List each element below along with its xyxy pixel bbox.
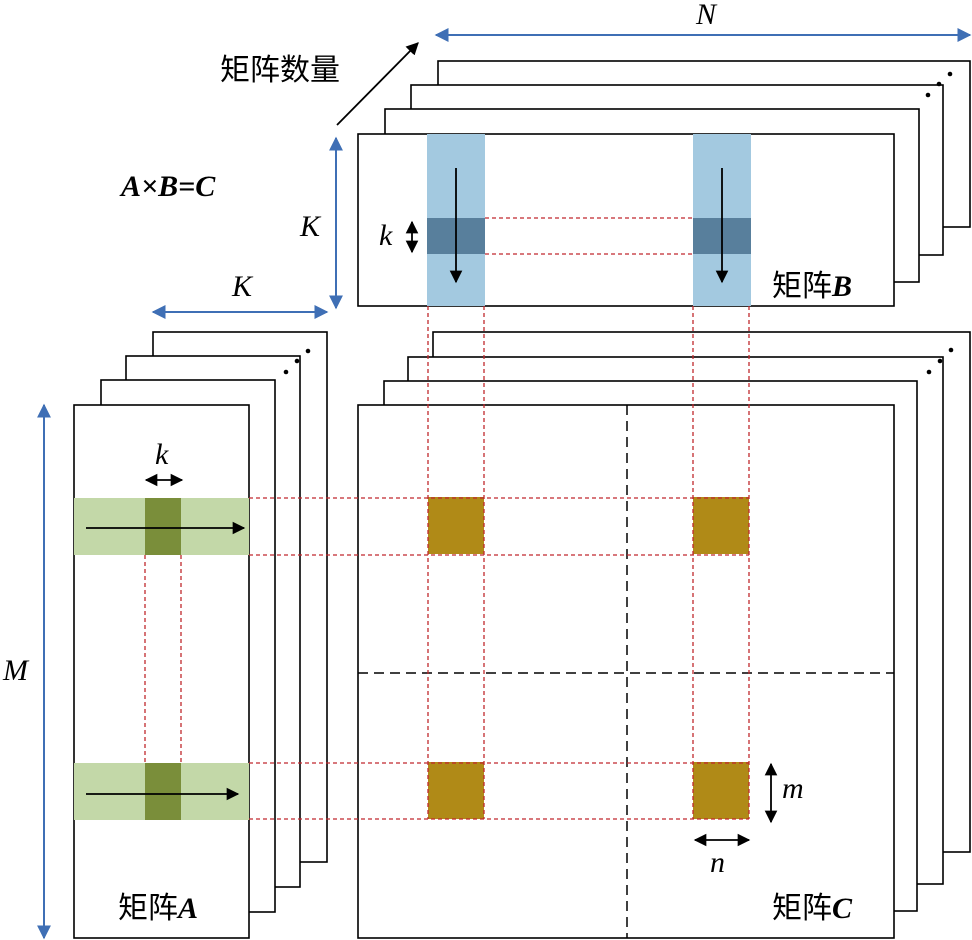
tile-size-arrows bbox=[144, 42, 778, 847]
c-tile bbox=[693, 497, 749, 554]
matrix-c-page-front bbox=[357, 404, 895, 939]
label-m-dim: M bbox=[2, 654, 30, 687]
matrix-a-stack: 矩阵A bbox=[73, 331, 328, 939]
matrix-c-label: 矩阵C bbox=[772, 892, 853, 925]
matrix-b-stack: 矩阵B bbox=[357, 60, 971, 307]
label-k-top: K bbox=[231, 270, 254, 303]
stack-dot bbox=[305, 348, 311, 354]
matrix-a-tile-2 bbox=[145, 763, 181, 820]
matrix-count-arrow-icon bbox=[336, 42, 419, 126]
labels: N 矩阵数量 A×B=C K K M k k m n bbox=[2, 0, 804, 879]
stack-dot bbox=[283, 369, 289, 375]
label-n: N bbox=[695, 0, 718, 31]
stack-dot bbox=[948, 347, 954, 353]
matrix-a-tile-1 bbox=[145, 498, 181, 555]
matrix-b-label: 矩阵B bbox=[772, 270, 852, 303]
stack-dot bbox=[925, 92, 931, 98]
label-tile-n: n bbox=[710, 846, 725, 879]
label-equation: A×B=C bbox=[119, 170, 216, 203]
stack-dot bbox=[926, 369, 932, 375]
stack-dot bbox=[294, 358, 300, 364]
dimension-arrows bbox=[37, 28, 972, 940]
stack-dot bbox=[937, 358, 943, 364]
label-tile-m: m bbox=[782, 772, 804, 805]
matrix-a-page-front bbox=[73, 404, 250, 939]
stack-dot bbox=[936, 81, 942, 87]
stack-dot bbox=[947, 71, 953, 77]
c-tile bbox=[428, 497, 484, 554]
label-matrix-count: 矩阵数量 bbox=[220, 54, 340, 87]
label-tile-k-b: k bbox=[379, 219, 393, 252]
c-tile bbox=[693, 762, 749, 819]
c-tile bbox=[428, 762, 484, 819]
label-tile-k-a: k bbox=[155, 438, 169, 471]
projection-guides bbox=[249, 306, 750, 820]
matrix-a-label: 矩阵A bbox=[118, 892, 198, 925]
label-k-side: K bbox=[299, 210, 322, 243]
matrix-c-stack: 矩阵C bbox=[357, 331, 971, 939]
